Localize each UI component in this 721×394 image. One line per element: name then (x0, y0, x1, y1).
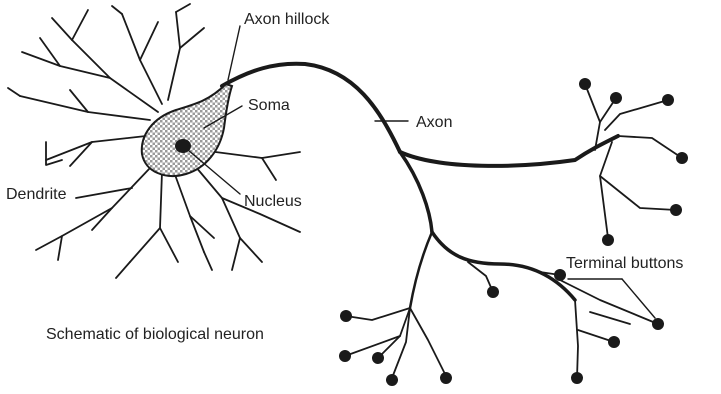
terminal-button-dot (386, 374, 398, 386)
terminal-button-dot (579, 78, 591, 90)
nucleus-label: Nucleus (244, 193, 302, 210)
terminal-button-dot (652, 318, 664, 330)
terminal-button-dot (340, 310, 352, 322)
terminal-button-dot (440, 372, 452, 384)
axon-label: Axon (416, 114, 452, 131)
terminal-button-dot (608, 336, 620, 348)
terminal-button-dot (554, 269, 566, 281)
terminal-branches (345, 84, 682, 378)
terminal-button-dot (372, 352, 384, 364)
soma-label: Soma (248, 97, 290, 114)
terminal-buttons-label: Terminal buttons (566, 255, 683, 272)
axon-hillock-label: Axon hillock (244, 11, 330, 28)
terminal-button-dot (662, 94, 674, 106)
terminal-button-dot (487, 286, 499, 298)
terminal-button-dot (602, 234, 614, 246)
soma-body (142, 84, 232, 176)
terminal-button-dot (676, 152, 688, 164)
dendrite-label: Dendrite (6, 186, 67, 203)
terminal-button-dot (571, 372, 583, 384)
terminal-buttons-leader (622, 279, 655, 318)
terminal-button-dot (670, 204, 682, 216)
terminal-button-dot (339, 350, 351, 362)
caption: Schematic of biological neuron (46, 326, 264, 343)
terminal-button-dot (610, 92, 622, 104)
axon-hillock-leader (228, 26, 240, 80)
